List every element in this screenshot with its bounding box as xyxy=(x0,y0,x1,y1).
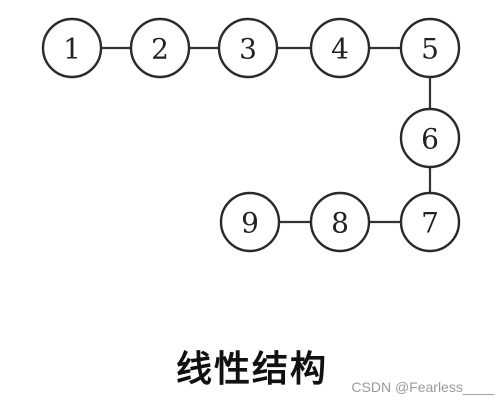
node-circle xyxy=(399,17,461,79)
node-label: 6 xyxy=(421,123,439,156)
node-circle xyxy=(309,191,371,253)
node-label: 5 xyxy=(421,33,439,66)
node-7: 7 xyxy=(399,191,461,253)
nodes: 1 2 3 4 5 6 7 8 9 xyxy=(41,17,461,253)
node-6: 6 xyxy=(399,107,461,169)
node-label: 2 xyxy=(151,33,169,66)
node-circle xyxy=(217,17,279,79)
node-5: 5 xyxy=(399,17,461,79)
node-circle xyxy=(129,17,191,79)
node-circle xyxy=(309,17,371,79)
node-8: 8 xyxy=(309,191,371,253)
node-label: 4 xyxy=(331,33,349,66)
node-circle xyxy=(399,191,461,253)
node-circle xyxy=(219,191,281,253)
node-4: 4 xyxy=(309,17,371,79)
node-circle xyxy=(399,107,461,169)
node-9: 9 xyxy=(219,191,281,253)
node-label: 7 xyxy=(421,207,439,240)
node-3: 3 xyxy=(217,17,279,79)
node-label: 1 xyxy=(63,33,81,66)
node-label: 3 xyxy=(239,33,257,66)
diagram-caption: 线性结构 xyxy=(175,349,328,390)
node-label: 8 xyxy=(331,207,349,240)
node-label: 9 xyxy=(241,207,259,240)
node-2: 2 xyxy=(129,17,191,79)
node-circle xyxy=(41,17,103,79)
node-1: 1 xyxy=(41,17,103,79)
watermark: CSDN @Fearless____ xyxy=(351,379,494,395)
